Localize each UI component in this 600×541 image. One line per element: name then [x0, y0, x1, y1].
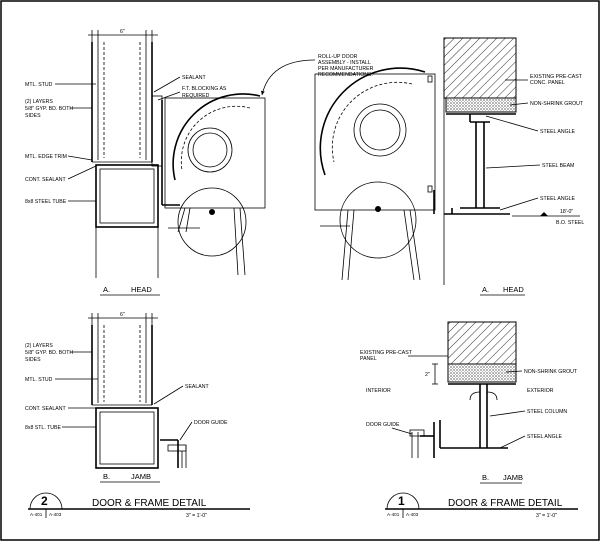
- detail-2-ref-1: A-401: [30, 512, 43, 517]
- detail-2-jamb: 6" (2) LAYERS 5/8" GYP. BD. BOTH SIDES M…: [25, 312, 228, 483]
- head-1-panel-label-1: EXISTING PRE-CAST: [530, 74, 583, 80]
- jamb-2-sealant-label: SEALANT: [185, 384, 209, 390]
- jamb-2-layers-label-1: (2) LAYERS: [25, 343, 53, 349]
- jamb-2-layers-label-3: SIDES: [25, 357, 41, 363]
- jamb-1-dim: 2": [425, 372, 430, 378]
- jamb-2-stud-label: MTL. STUD: [25, 377, 53, 383]
- head-1-caption-name: HEAD: [503, 285, 524, 294]
- head-2-caption-letter: A.: [103, 285, 110, 294]
- head-2-layers-label-2: 5/8" GYP. BD. BOTH: [25, 106, 73, 112]
- head-1-grout-label: NON-SHRINK GROUT: [530, 101, 584, 107]
- detail-1-head: ROLL-UP DOOR ASSEMBLY - INSTALL PER MANU…: [260, 37, 584, 296]
- head-1-angle-bottom-label: STEEL ANGLE: [540, 196, 576, 202]
- jamb-2-caption-letter: B.: [103, 472, 110, 481]
- head-2-layers-label-1: (2) LAYERS: [25, 99, 53, 105]
- head-2-tube-label: 8x8 STEEL TUBE: [25, 199, 67, 205]
- jamb-2-cont-sealant-label: CONT. SEALANT: [25, 406, 66, 412]
- head-1-rollup-label-1: ROLL-UP DOOR: [318, 54, 358, 60]
- detail-1-number: 1: [398, 494, 405, 508]
- head-1-caption-letter: A.: [482, 285, 489, 294]
- detail-1-title-block: 1 A-401 A-403 DOOR & FRAME DETAIL 3" = 1…: [385, 492, 578, 519]
- detail-1-scale: 3" = 1'-0": [536, 513, 557, 519]
- jamb-1-grout-label: NON-SHRINK GROUT: [524, 369, 578, 375]
- head-1-elev-label-1: 18'-0": [560, 209, 573, 215]
- detail-1-ref-2: A-403: [406, 512, 419, 517]
- detail-2-title: DOOR & FRAME DETAIL: [92, 498, 207, 509]
- jamb-2-layers-label-2: 5/8" GYP. BD. BOTH: [25, 350, 73, 356]
- head-2-dim: 6": [120, 29, 125, 35]
- head-2-blocking-label-2: REQUIRED: [182, 93, 210, 99]
- head-1-elev-label-2: B.O. STEEL: [556, 220, 584, 226]
- head-1-rollup-label-2: ASSEMBLY - INSTALL: [318, 60, 371, 66]
- head-1-beam-label: STEEL BEAM: [542, 163, 574, 169]
- jamb-1-column-label: STEEL COLUMN: [527, 409, 567, 415]
- detail-1-title: DOOR & FRAME DETAIL: [448, 498, 563, 509]
- head-2-layers-label-3: SIDES: [25, 113, 41, 119]
- detail-1-jamb: 2" EXISTING PRE-CAST PANEL NON-SHRINK GR…: [360, 321, 578, 484]
- head-1-panel-label-2: CONC. PANEL: [530, 80, 565, 86]
- head-2-trim-label: MTL. EDGE TRIM: [25, 154, 67, 160]
- jamb-2-dim: 6": [120, 312, 125, 318]
- head-1-rollup-label-3: PER MANUFACTURER: [318, 66, 374, 72]
- jamb-1-caption-letter: B.: [482, 473, 489, 482]
- head-2-stud-label: MTL. STUD: [25, 82, 53, 88]
- head-2-sealant-right-label: SEALANT: [182, 75, 206, 81]
- jamb-2-tube-label: 8x8 STL. TUBE: [25, 425, 61, 431]
- detail-2-ref-2: A-403: [49, 512, 62, 517]
- jamb-1-exterior-label: EXTERIOR: [527, 388, 554, 394]
- head-2-sealant-label: CONT. SEALANT: [25, 177, 66, 183]
- jamb-2-guide-label: DOOR GUIDE: [194, 420, 228, 426]
- detail-2-title-block: 2 A-401 A-403 DOOR & FRAME DETAIL 3" = 1…: [28, 492, 250, 519]
- detail-2-scale: 3" = 1'-0": [186, 513, 207, 519]
- head-1-rollup-label-4: RECOMMENDATIONS.: [318, 72, 373, 78]
- detail-2-number: 2: [41, 494, 48, 508]
- jamb-1-caption-name: JAMB: [503, 473, 523, 482]
- head-1-angle-top-label: STEEL ANGLE: [540, 129, 576, 135]
- detail-2-head: 6" MTL. STUD (2) LAYERS: [25, 29, 266, 296]
- jamb-1-interior-label: INTERIOR: [366, 388, 391, 394]
- jamb-1-panel-label-2: PANEL: [360, 356, 377, 362]
- detail-1-ref-1: A-401: [387, 512, 400, 517]
- jamb-2-caption-name: JAMB: [131, 472, 151, 481]
- head-2-caption-name: HEAD: [131, 285, 152, 294]
- jamb-1-panel-label-1: EXISTING PRE-CAST: [360, 350, 413, 356]
- head-2-blocking-label-1: F.T. BLOCKING AS: [182, 86, 227, 92]
- jamb-1-angle-label: STEEL ANGLE: [527, 434, 563, 440]
- jamb-1-guide-label: DOOR GUIDE: [366, 422, 400, 428]
